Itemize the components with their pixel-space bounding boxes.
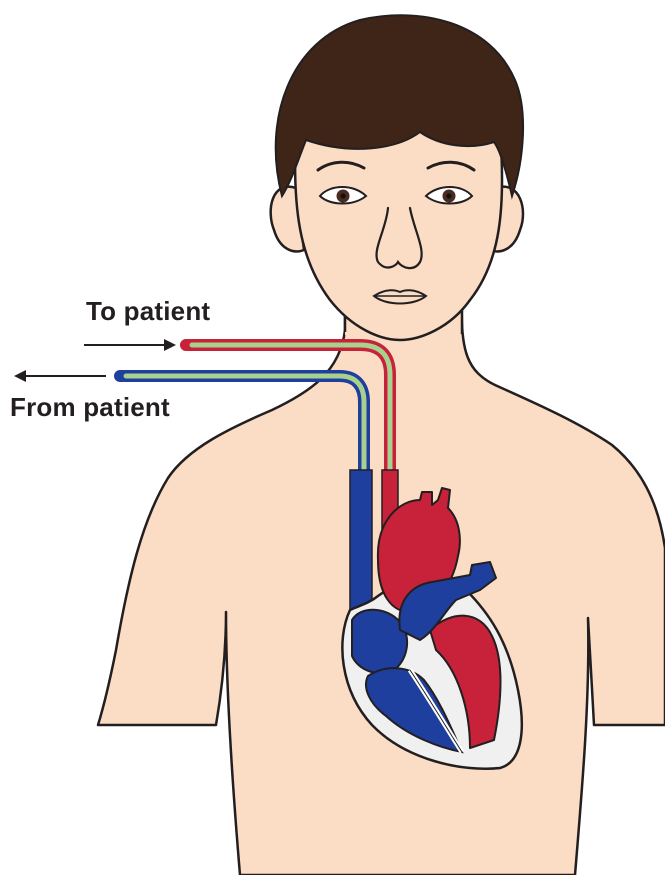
face (295, 130, 502, 340)
superior-vena-cava (350, 470, 372, 612)
arrow-left-icon (14, 370, 106, 382)
to-patient-label: To patient (86, 296, 210, 327)
arrow-right-icon (84, 339, 176, 351)
mouth (374, 290, 426, 303)
from-patient-label: From patient (10, 392, 170, 423)
